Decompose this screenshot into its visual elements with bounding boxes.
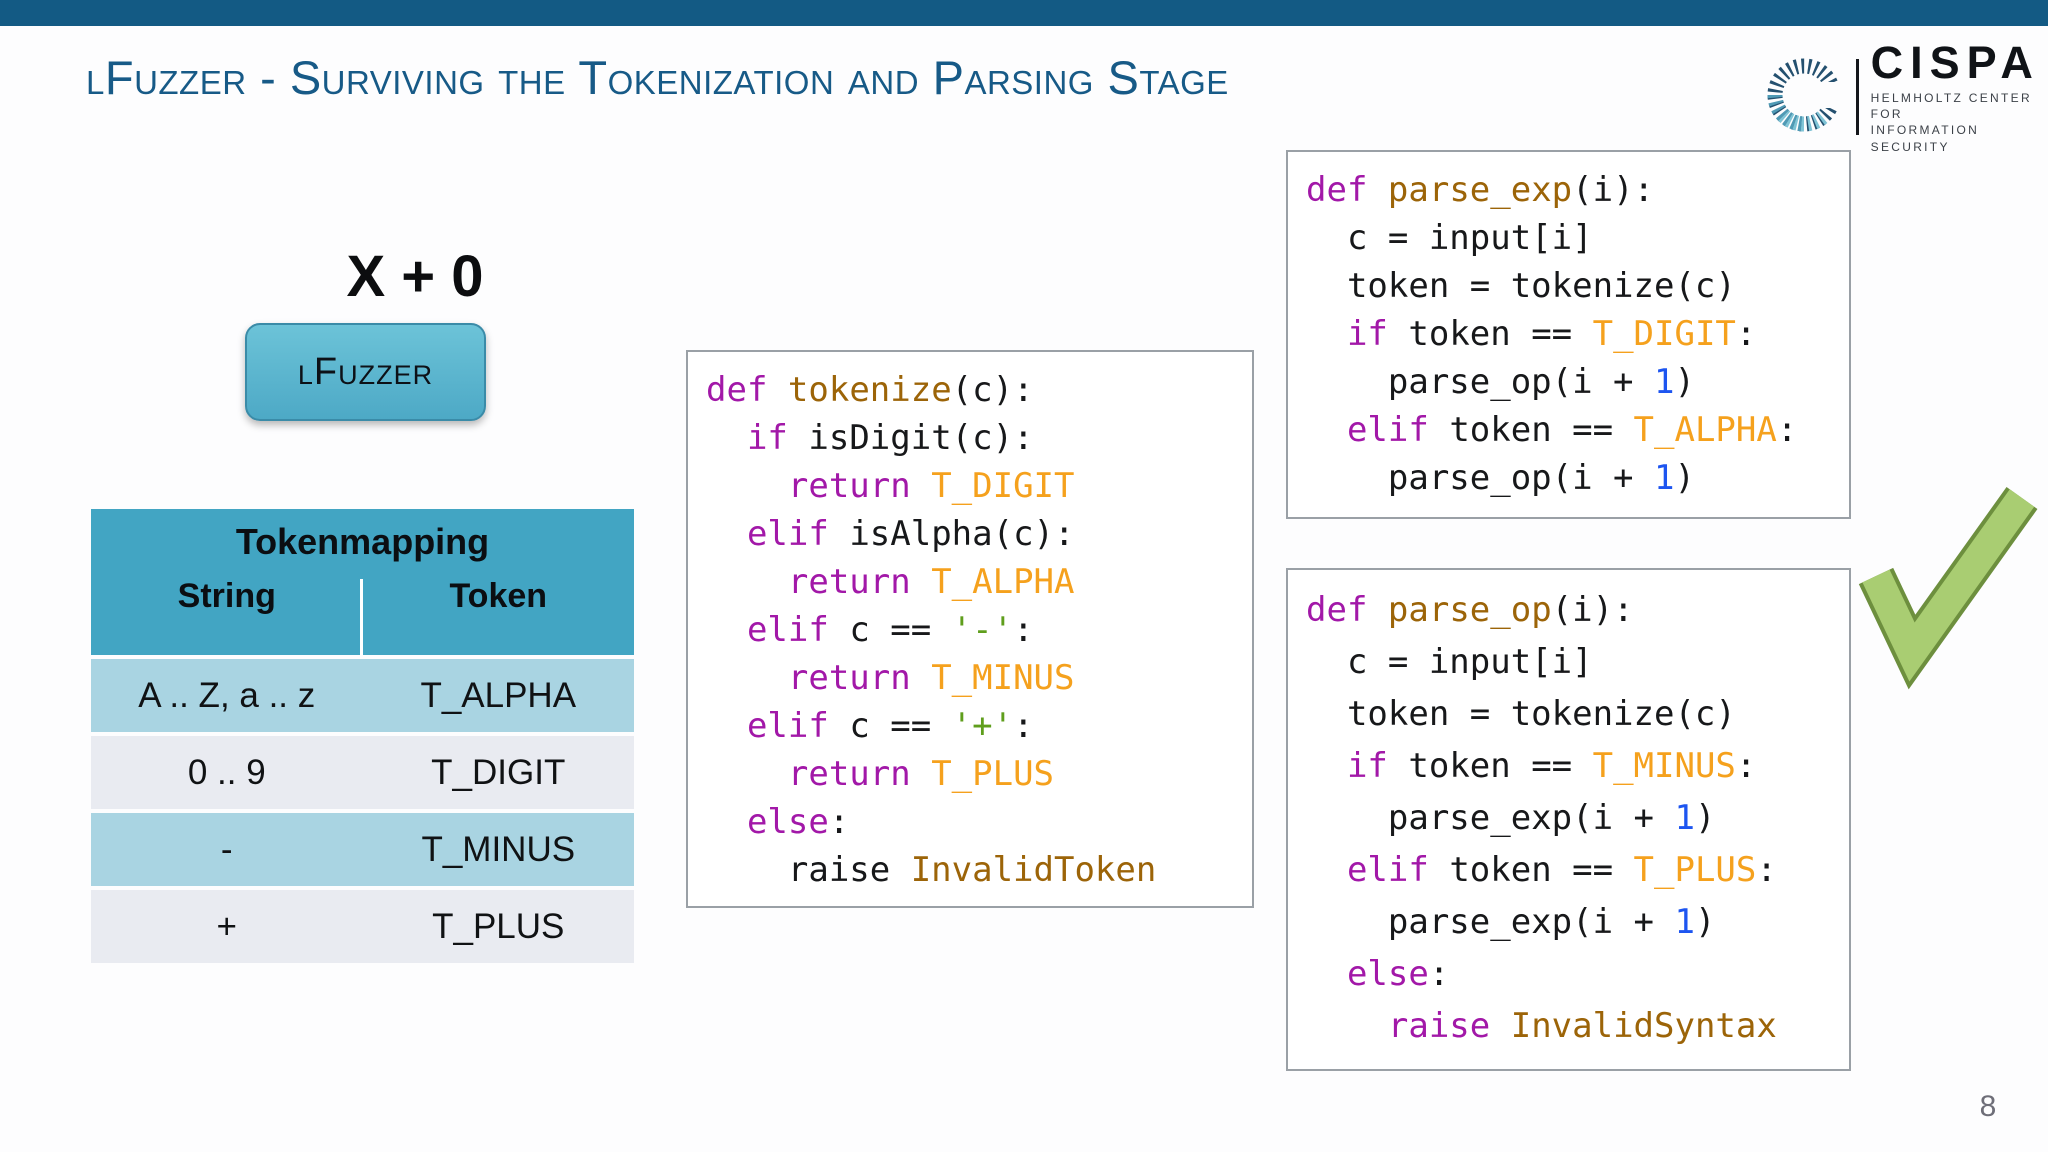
tokenmapping-table: Tokenmapping String Token A .. Z, a .. z… <box>91 509 634 963</box>
table-row: 0 .. 9 T_DIGIT <box>91 736 634 809</box>
code-block-parse-exp: def parse_exp(i): c = input[i] token = t… <box>1286 150 1851 519</box>
column-divider <box>360 579 363 655</box>
cispa-logo: CISPA HELMHOLTZ CENTER FOR INFORMATION S… <box>1760 40 2048 155</box>
logo-divider <box>1856 59 1859 136</box>
cispa-ring-icon <box>1760 51 1848 144</box>
page-number: 8 <box>1979 1090 1997 1123</box>
lfuzzer-box: lFuzzer <box>245 323 486 421</box>
table-row: + T_PLUS <box>91 890 634 963</box>
code-block-parse-op: def parse_op(i): c = input[i] token = to… <box>1286 568 1851 1071</box>
column-header-token: Token <box>449 577 548 615</box>
column-header-string: String <box>177 577 276 615</box>
code-block-tokenize: def tokenize(c): if isDigit(c): return T… <box>686 350 1254 908</box>
table-row: A .. Z, a .. z T_ALPHA <box>91 659 634 732</box>
slide-title: lFuzzer - Surviving the Tokenization and… <box>86 51 1229 104</box>
table-header: Tokenmapping String Token <box>91 509 634 655</box>
green-checkmark-icon <box>1850 476 2048 709</box>
example-input-text: X + 0 <box>346 244 484 309</box>
lfuzzer-box-label: lFuzzer <box>297 350 434 393</box>
logo-subtitle: HELMHOLTZ CENTER FOR INFORMATION SECURIT… <box>1870 91 2032 154</box>
table-title: Tokenmapping <box>235 521 490 562</box>
logo-wordmark: CISPA <box>1870 37 2040 88</box>
table-row: - T_MINUS <box>91 813 634 886</box>
top-accent-bar <box>0 0 2048 26</box>
